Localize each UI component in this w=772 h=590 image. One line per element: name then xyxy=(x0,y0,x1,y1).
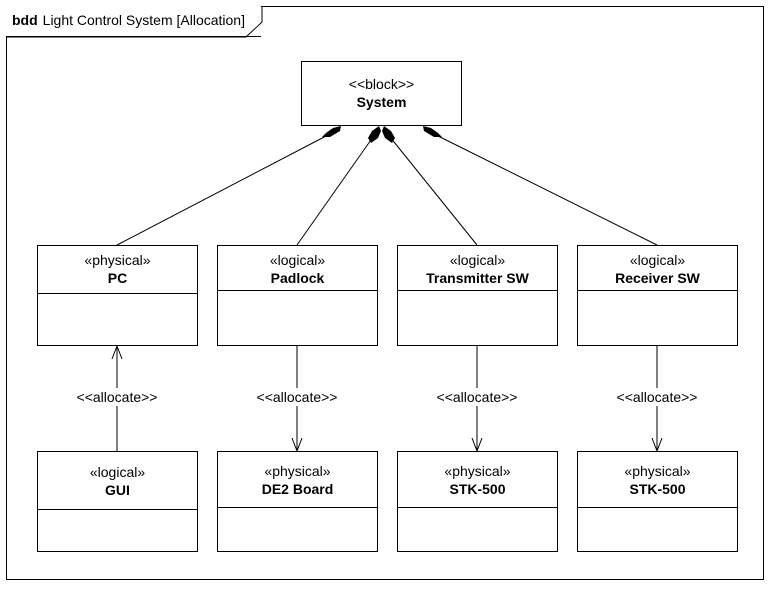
block-name: STK-500 xyxy=(629,481,686,497)
frame-label-corner xyxy=(6,6,263,38)
stereotype-label: «logical» xyxy=(629,252,686,268)
composition-diamond-pc xyxy=(322,126,341,137)
block-stk-500-a[interactable]: «physical» STK-500 xyxy=(397,451,558,552)
composition-line-padlock xyxy=(296,136,374,246)
block-gui[interactable]: «logical» GUI xyxy=(37,451,198,552)
allocate-label: <<allocate>> xyxy=(74,388,160,406)
block-header: «physical» STK-500 xyxy=(578,452,737,508)
diagram-frame xyxy=(6,6,764,580)
block-system-header: <<block>> System xyxy=(302,62,461,111)
block-header: «logical» GUI xyxy=(38,452,197,510)
block-name: Receiver SW xyxy=(615,270,700,286)
block-header: «logical» Receiver SW xyxy=(578,246,737,291)
stereotype-label: «logical» xyxy=(449,252,506,268)
block-receiver-sw[interactable]: «logical» Receiver SW xyxy=(577,245,738,346)
allocate-label: <<allocate>> xyxy=(614,388,700,406)
block-system[interactable]: <<block>> System xyxy=(301,61,462,126)
stereotype-label: «physical» xyxy=(264,463,331,479)
block-header: «physical» PC xyxy=(38,246,197,294)
block-de2-board[interactable]: «physical» DE2 Board xyxy=(217,451,378,552)
block-name: STK-500 xyxy=(449,481,506,497)
stereotype-label: «physical» xyxy=(444,463,511,479)
composition-line-transmitter xyxy=(389,136,478,246)
composition-line-receiver xyxy=(435,134,658,246)
block-padlock[interactable]: «logical» Padlock xyxy=(217,245,378,346)
frame-kind: bdd xyxy=(12,12,38,28)
block-stk-500-b[interactable]: «physical» STK-500 xyxy=(577,451,738,552)
frame-title: Light Control System [Allocation] xyxy=(42,12,245,28)
composition-diamond-padlock xyxy=(368,126,381,143)
block-name: Padlock xyxy=(270,270,325,286)
block-pc[interactable]: «physical» PC xyxy=(37,245,198,346)
block-name: DE2 Board xyxy=(261,481,334,497)
stereotype-label: «physical» xyxy=(84,252,151,268)
stereotype-label: «physical» xyxy=(624,463,691,479)
block-transmitter-sw[interactable]: «logical» Transmitter SW xyxy=(397,245,558,346)
allocate-label: <<allocate>> xyxy=(434,388,520,406)
block-name: Transmitter SW xyxy=(426,270,529,286)
stereotype-label: <<block>> xyxy=(348,76,415,92)
block-name: GUI xyxy=(105,482,130,498)
block-header: «physical» STK-500 xyxy=(398,452,557,508)
composition-line-pc xyxy=(116,134,329,246)
composition-diamond-transmitter xyxy=(382,126,395,143)
allocate-label: <<allocate>> xyxy=(254,388,340,406)
block-name: PC xyxy=(107,270,128,286)
allocate-arrow-pc xyxy=(111,344,123,360)
stereotype-label: «logical» xyxy=(269,252,326,268)
block-name: System xyxy=(356,94,407,110)
block-header: «logical» Transmitter SW xyxy=(398,246,557,291)
block-header: «logical» Padlock xyxy=(218,246,377,291)
stereotype-label: «logical» xyxy=(89,464,146,480)
block-header: «physical» DE2 Board xyxy=(218,452,377,508)
composition-diamond-receiver xyxy=(423,126,442,137)
